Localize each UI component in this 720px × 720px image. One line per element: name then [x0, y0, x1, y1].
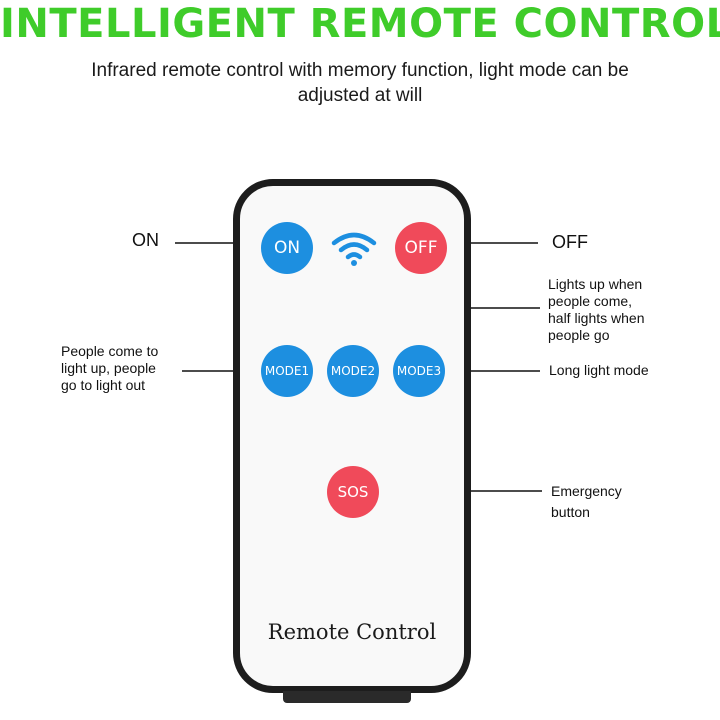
remote-control-label: Remote Control	[267, 620, 437, 644]
annotation-mode3: Long light mode	[549, 362, 649, 378]
sos-button[interactable]: SOS	[327, 466, 379, 518]
annotation-off: OFF	[552, 232, 588, 252]
on-button-label: ON	[273, 238, 301, 258]
sos-button-label: SOS	[337, 483, 369, 501]
annotation-sos: Emergency button	[551, 483, 622, 520]
page-subtitle: Infrared remote control with memory func…	[91, 60, 629, 106]
mode2-button-label: MODE2	[330, 364, 376, 378]
mode3-button-label: MODE3	[396, 364, 442, 378]
remote-battery-tab	[283, 691, 411, 703]
mode1-button[interactable]: MODE1	[261, 345, 313, 397]
off-button-label: OFF	[404, 238, 438, 258]
off-button[interactable]: OFF	[395, 222, 447, 274]
annotation-mode2: Lights up when people come, half lights …	[548, 276, 645, 343]
annotation-mode1: People come to light up, people go to li…	[61, 343, 159, 393]
page-title: INTELLIGENT REMOTE CONTROL	[0, 1, 720, 47]
on-button[interactable]: ON	[261, 222, 313, 274]
annotation-on: ON	[132, 230, 159, 250]
mode1-button-label: MODE1	[264, 364, 310, 378]
mode3-button[interactable]: MODE3	[393, 345, 445, 397]
wifi-signal-icon	[331, 232, 377, 266]
mode2-button[interactable]: MODE2	[327, 345, 379, 397]
